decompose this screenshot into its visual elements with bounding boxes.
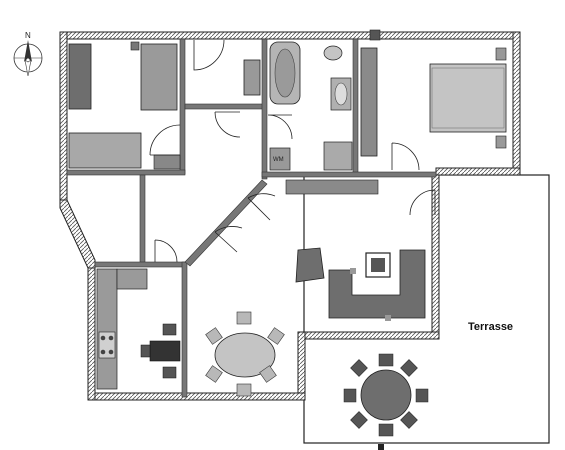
terrace-label: Terrasse (468, 321, 513, 333)
dining-chair (267, 327, 285, 345)
shower (323, 141, 353, 171)
door-swing-icon (193, 39, 225, 71)
bedroom-2 (68, 41, 181, 170)
wall-south-living (297, 331, 440, 340)
nightstand (153, 154, 181, 170)
wall-west-diagonal (59, 199, 96, 269)
terrace-chair (350, 359, 368, 377)
round-table (360, 369, 412, 421)
stove (98, 331, 116, 359)
wall-living-north (261, 171, 437, 178)
washing-machine (269, 147, 291, 171)
wall-kitchen-north (94, 261, 186, 268)
wall-hall-diagonal (184, 179, 268, 267)
door-swing-icon (391, 142, 420, 171)
master-bedroom (360, 29, 507, 157)
armchair (295, 247, 325, 283)
terrace-chair (350, 411, 368, 429)
dining-room (205, 311, 285, 397)
wall-north (59, 31, 521, 40)
bed-cover (431, 67, 505, 129)
kitchen-chair (162, 366, 177, 379)
entrance-mark (378, 444, 384, 450)
interior-walls (66, 38, 437, 398)
terrace-chair (378, 353, 394, 367)
wall-wc-south (184, 103, 266, 110)
wall-west-upper (59, 31, 68, 203)
door-swing-icon (214, 111, 241, 138)
living-room (285, 179, 426, 321)
door-swing-icon (154, 239, 178, 263)
single-bed (68, 132, 142, 169)
terrace-chair (343, 388, 357, 403)
dining-chair (205, 327, 223, 345)
wall-west-kitchen (87, 261, 96, 401)
burner (108, 335, 114, 341)
doors (149, 39, 436, 263)
wardrobe (68, 43, 92, 110)
dining-chair (236, 311, 252, 325)
master-wardrobe (360, 47, 378, 157)
double-bed (429, 63, 507, 133)
wall-bath-west (261, 38, 268, 180)
wc-cabinet (243, 59, 261, 96)
sofa-cushion-1 (350, 268, 356, 274)
sofa-cushion-2 (385, 315, 391, 321)
dining-chair (236, 383, 252, 397)
wall-south (87, 392, 306, 401)
desk (140, 43, 178, 111)
door-swing-icon (267, 114, 293, 140)
compass-north-label: N (25, 31, 31, 40)
kitchen-counter-top (116, 268, 148, 290)
door-swing-icon (409, 189, 436, 216)
terrace-chair (400, 411, 418, 429)
door-swing-icon (247, 193, 276, 221)
washing-machine-label: WM (273, 157, 284, 163)
bathtub-basin (274, 48, 296, 98)
wall-east-living (431, 174, 440, 338)
kitchen-chair (140, 344, 151, 358)
kitchen (96, 268, 181, 390)
wall-bath-east (352, 38, 359, 175)
toilet (323, 45, 343, 61)
terrace-chair (415, 388, 429, 403)
sideboard (285, 179, 379, 195)
door-swing-icon (214, 226, 243, 253)
kitchen-table (149, 340, 181, 362)
coffee-table-top (371, 258, 385, 272)
terrace-chair (400, 359, 418, 377)
corner-sofa (328, 249, 426, 319)
compass-icon: N (13, 31, 43, 77)
wall-bedroom2-east (179, 38, 186, 175)
kitchen-counter (96, 268, 118, 390)
oval-dining-table (214, 332, 276, 378)
nightstand-bottom (495, 135, 507, 149)
terrace-dining-set (343, 353, 429, 437)
burner (100, 335, 106, 341)
lamp (130, 41, 140, 51)
terrace-chair (378, 423, 394, 437)
wall-heater (369, 29, 381, 41)
wall-kitchen-east (181, 261, 188, 398)
wall-bedroom2-south (66, 169, 186, 176)
kitchen-chair (162, 323, 177, 336)
door-swing-icon (149, 124, 181, 156)
sink-bowl (334, 82, 348, 106)
wall-east-bedroom (512, 31, 521, 175)
burner (108, 349, 114, 355)
wall-bedroom-south (435, 167, 521, 176)
wall-storage-east (139, 174, 146, 266)
dining-chair (259, 365, 277, 383)
wall-dining-east (297, 331, 306, 401)
burner (100, 349, 106, 355)
nightstand-top (495, 47, 507, 61)
dining-chair (205, 365, 223, 383)
bathroom: WM (269, 41, 353, 171)
wc-room (243, 59, 261, 96)
